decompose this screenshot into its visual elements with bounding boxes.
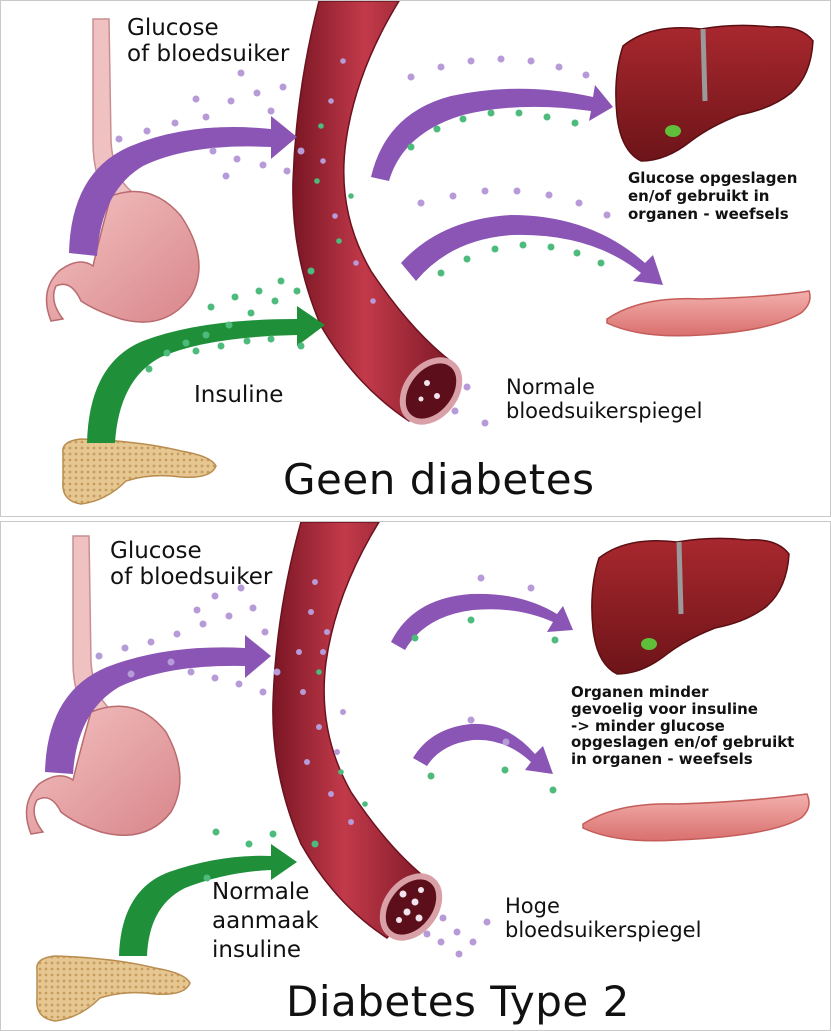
glucose-to-muscle-arrow-icon bbox=[413, 724, 553, 774]
insulin-label: Normale aanmaak insuline bbox=[212, 878, 319, 964]
glucose-to-liver-arrow-icon bbox=[391, 594, 573, 650]
pancreas-icon bbox=[37, 956, 190, 1021]
muscle-icon bbox=[607, 291, 810, 336]
diagram-art bbox=[1, 1, 830, 516]
liver-icon bbox=[592, 538, 789, 674]
glucose-label: Glucose of bloedsuiker bbox=[127, 15, 289, 68]
glucose-to-liver-arrow-icon bbox=[371, 85, 613, 181]
panel-title: Diabetes Type 2 bbox=[286, 978, 630, 1026]
pancreas-icon bbox=[63, 439, 216, 504]
insulin-arrow-icon bbox=[87, 306, 325, 443]
liver-icon bbox=[616, 25, 813, 161]
diagram-art bbox=[1, 522, 830, 1030]
insulin-label: Insuline bbox=[194, 382, 283, 408]
organs-label: Glucose opgeslagen en/of gebruikt in org… bbox=[628, 169, 797, 223]
blood-level-label: Normale bloedsuikerspiegel bbox=[506, 375, 702, 423]
organs-label: Organen minder gevoelig voor insuline ->… bbox=[571, 684, 794, 768]
panel-no-diabetes: Glucose of bloedsuiker Insuline Glucose … bbox=[0, 0, 831, 517]
panel-title: Geen diabetes bbox=[283, 456, 594, 504]
panel-diabetes-type-2: Glucose of bloedsuiker Normale aanmaak i… bbox=[0, 521, 831, 1031]
blood-level-label: Hoge bloedsuikerspiegel bbox=[505, 894, 701, 942]
muscle-icon bbox=[583, 794, 809, 841]
glucose-label: Glucose of bloedsuiker bbox=[110, 538, 272, 591]
